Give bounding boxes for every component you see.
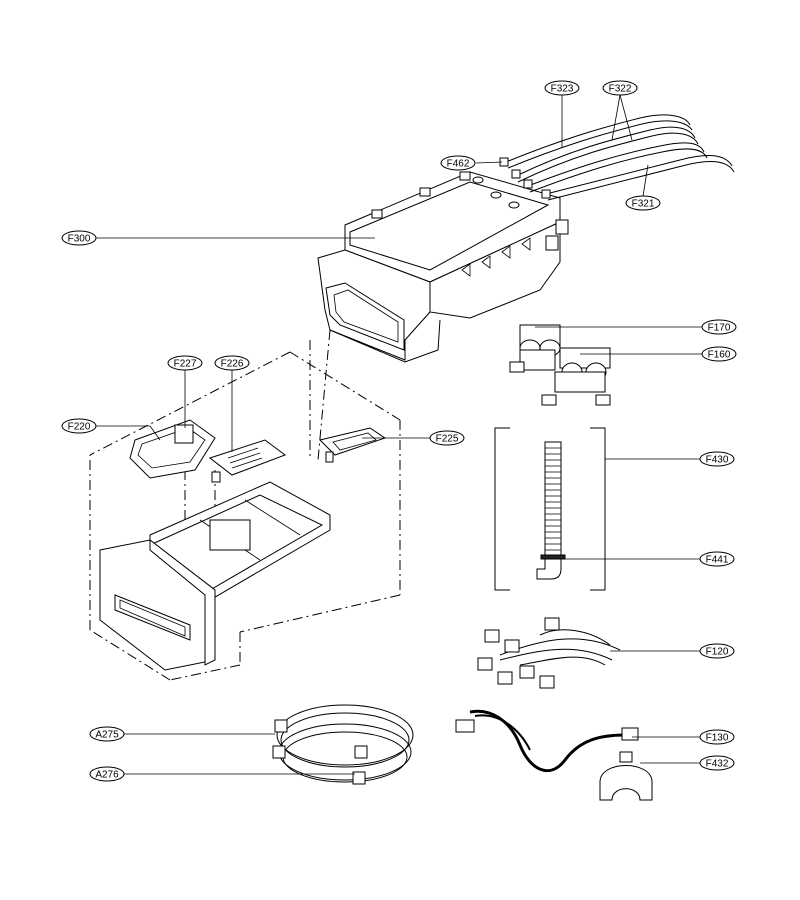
svg-text:F300: F300 <box>68 234 91 245</box>
label-a276: A276 <box>89 766 125 782</box>
dispenser-housing <box>317 171 569 363</box>
water-valve-f160 <box>541 347 611 406</box>
label-f225: F225 <box>429 430 465 446</box>
svg-text:F432: F432 <box>706 759 729 770</box>
label-f220: F220 <box>61 418 97 434</box>
label-f227: F227 <box>167 355 203 371</box>
svg-text:F462: F462 <box>447 159 470 170</box>
label-a275: A275 <box>89 726 125 742</box>
label-f120: F120 <box>699 643 735 659</box>
part-labels: F323 F322 F462 F321 F300 F170 F160 F227 <box>61 80 737 782</box>
inlet-hoses <box>272 704 414 785</box>
label-f321: F321 <box>625 195 661 211</box>
svg-text:F323: F323 <box>551 84 574 95</box>
svg-text:F430: F430 <box>706 455 729 466</box>
svg-text:F226: F226 <box>221 359 244 370</box>
bleach-cap <box>208 439 287 483</box>
hose-group <box>499 114 735 201</box>
corrugated-hose <box>536 441 566 580</box>
label-f226: F226 <box>214 355 250 371</box>
svg-text:F120: F120 <box>706 647 729 658</box>
label-f130: F130 <box>699 729 735 745</box>
water-valve-f170 <box>509 324 561 373</box>
label-f462: F462 <box>440 155 476 171</box>
label-f170: F170 <box>701 319 737 335</box>
svg-text:F225: F225 <box>436 434 459 445</box>
svg-text:A276: A276 <box>95 770 119 781</box>
svg-text:F220: F220 <box>68 422 91 433</box>
wire-harness-f120 <box>477 617 621 689</box>
guide-lines <box>89 329 401 681</box>
label-f441: F441 <box>699 551 735 567</box>
detergent-cap <box>319 427 387 463</box>
label-f323: F323 <box>544 80 580 96</box>
drain-hose-frame <box>494 427 606 591</box>
svg-text:F130: F130 <box>706 733 729 744</box>
svg-text:F170: F170 <box>708 323 731 334</box>
hose-clamp-f432 <box>599 751 653 801</box>
label-f322: F322 <box>602 80 638 96</box>
softener-cap <box>129 419 216 479</box>
leader-lines <box>96 94 702 775</box>
label-f430: F430 <box>699 451 735 467</box>
svg-text:F160: F160 <box>708 350 731 361</box>
label-f160: F160 <box>701 346 737 362</box>
svg-text:F227: F227 <box>174 359 197 370</box>
label-f300: F300 <box>61 230 97 246</box>
svg-text:A275: A275 <box>95 730 119 741</box>
svg-text:F322: F322 <box>609 84 632 95</box>
wire-harness-f130 <box>455 709 639 773</box>
label-f432: F432 <box>699 755 735 771</box>
detergent-drawer <box>99 481 331 671</box>
svg-text:F441: F441 <box>706 555 729 566</box>
svg-text:F321: F321 <box>632 199 655 210</box>
